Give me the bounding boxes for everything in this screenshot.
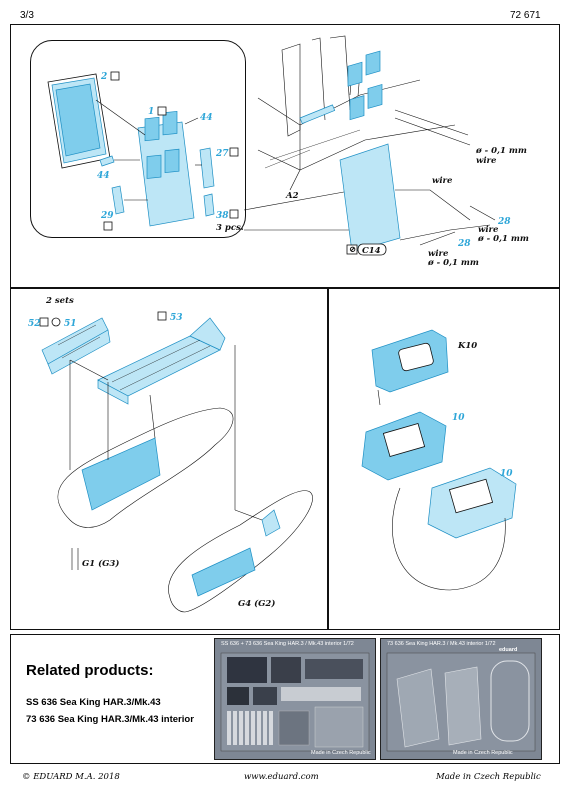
label-3-pcs: 3 pcs. bbox=[216, 223, 244, 233]
made-in: Made in Czech Republic bbox=[436, 772, 541, 782]
label-wire-3: wire bbox=[428, 249, 449, 259]
related-item-ss636[interactable]: SS 636 Sea King HAR.3/Mk.43 bbox=[26, 697, 161, 708]
part-52-51 bbox=[41, 317, 111, 375]
label-K10: K10 bbox=[457, 341, 477, 351]
label-part-10a: 10 bbox=[452, 413, 465, 423]
label-part-53: 53 bbox=[170, 313, 183, 323]
svg-text:⊘: ⊘ bbox=[349, 245, 356, 255]
cockpit-bulkhead-drawing bbox=[257, 35, 471, 171]
label-G4-G2: G4 (G2) bbox=[238, 598, 275, 609]
page-number: 3/3 bbox=[20, 10, 34, 21]
detail-part-2 bbox=[47, 73, 111, 169]
cockpit-panel-installed bbox=[339, 50, 496, 253]
detail-callout-box bbox=[30, 40, 246, 238]
fret-parts-pattern-2 bbox=[386, 652, 536, 752]
label-part-28b: 28 bbox=[457, 239, 471, 249]
detail-small-parts bbox=[99, 147, 215, 217]
label-part-52: 52 bbox=[28, 319, 41, 329]
label-2-sets: 2 sets bbox=[45, 296, 74, 306]
product-code: 72 671 bbox=[510, 10, 541, 21]
part-10-frame-b bbox=[392, 467, 517, 591]
step-panel-left bbox=[10, 288, 328, 630]
label-part-51: 51 bbox=[64, 319, 77, 329]
related-item-73636[interactable]: 73 636 Sea King HAR.3/Mk.43 interior bbox=[26, 714, 194, 725]
label-part-27: 27 bbox=[215, 149, 229, 159]
fret1-caption: SS 636 + 73 636 Sea King HAR.3 / Mk.43 i… bbox=[221, 641, 354, 647]
label-A2: A2 bbox=[285, 191, 299, 201]
label-part-28a: 28 bbox=[497, 217, 511, 227]
label-wire-dia-1: ø - 0,1 mm bbox=[475, 146, 527, 156]
plastic-part-ref-c14: ⊘ bbox=[346, 243, 387, 256]
label-part-2: 2 bbox=[100, 72, 107, 82]
label-G1-G3: G1 (G3) bbox=[82, 558, 119, 569]
fret-image-73636: 73 636 Sea King HAR.3 / Mk.43 interior 1… bbox=[380, 638, 542, 760]
part-10-frame-a bbox=[361, 411, 447, 481]
related-products-title: Related products: bbox=[26, 662, 154, 679]
label-wire-1: wire bbox=[476, 156, 497, 166]
step-panel-right bbox=[328, 288, 560, 630]
fret2-brand: eduard bbox=[499, 647, 518, 653]
label-part-1: 1 bbox=[148, 107, 154, 117]
website-link[interactable]: www.eduard.com bbox=[244, 772, 319, 782]
detail-panel-1 bbox=[95, 99, 199, 227]
fret2-made-in: Made in Czech Republic bbox=[453, 750, 513, 756]
label-part-44b: 44 bbox=[97, 171, 110, 181]
fret1-made-in: Made in Czech Republic bbox=[311, 750, 371, 756]
label-wire-dia-2: ø - 0,1 mm bbox=[477, 234, 529, 244]
label-part-29: 29 bbox=[100, 211, 114, 221]
label-wire-2: wire bbox=[478, 225, 499, 235]
fret-parts-pattern bbox=[220, 652, 370, 752]
copyright: © EDUARD M.A. 2018 bbox=[22, 772, 120, 782]
fret-image-ss636: SS 636 + 73 636 Sea King HAR.3 / Mk.43 i… bbox=[214, 638, 376, 760]
related-products-box bbox=[10, 634, 560, 764]
step-panel-top bbox=[10, 24, 560, 288]
label-part-38: 38 bbox=[216, 211, 229, 221]
part-53-cockpit-side bbox=[97, 317, 226, 405]
label-C14: C14 bbox=[362, 246, 381, 256]
label-part-44a: 44 bbox=[200, 113, 213, 123]
part-k10 bbox=[371, 329, 449, 406]
fuselage-half-g4 bbox=[168, 345, 313, 613]
label-wire-mid: wire bbox=[432, 176, 453, 186]
label-part-10b: 10 bbox=[500, 469, 513, 479]
fret2-caption: 73 636 Sea King HAR.3 / Mk.43 interior 1… bbox=[387, 641, 496, 647]
fuselage-half-g1 bbox=[57, 359, 234, 570]
label-wire-dia-3: ø - 0,1 mm bbox=[427, 258, 479, 268]
